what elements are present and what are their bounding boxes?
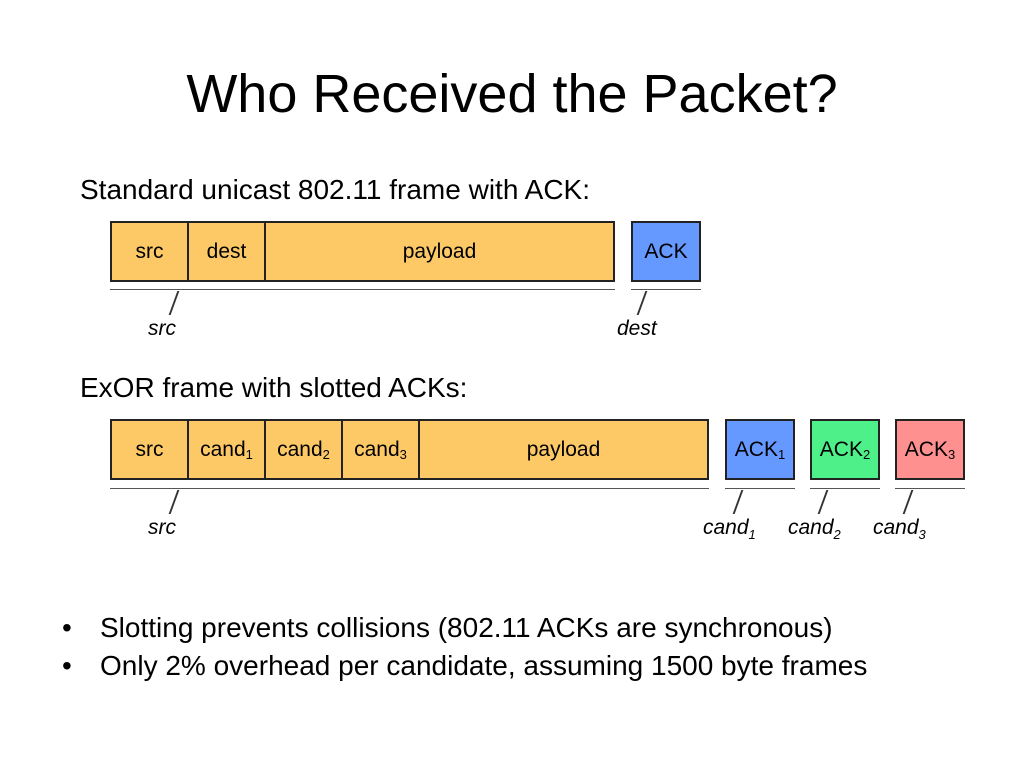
exor-ack1-timeline — [725, 488, 795, 489]
exor-ack2-timeline — [810, 488, 880, 489]
standard-dest-field: dest — [187, 221, 266, 282]
exor-cand3-pointer — [902, 490, 914, 514]
standard-data-timeline — [110, 289, 615, 290]
exor-src-pointer — [168, 490, 180, 514]
exor-data-timeline — [110, 488, 709, 489]
standard-dest-pointer — [636, 291, 648, 315]
standard-frame-label: Standard unicast 802.11 frame with ACK: — [80, 174, 590, 205]
exor-src-annotation: src — [148, 516, 176, 539]
exor-src-field: src — [110, 419, 189, 480]
bullet-item: Only 2% overhead per candidate, assuming… — [60, 650, 1010, 682]
standard-src-annotation: src — [148, 317, 176, 340]
exor-payload-field: payload — [418, 419, 709, 480]
exor-ack3-timeline — [895, 488, 965, 489]
standard-src-field: src — [110, 221, 189, 282]
exor-cand2-pointer — [817, 490, 829, 514]
exor-cand3-annotation: cand3 — [873, 516, 926, 542]
standard-ack-timeline — [631, 289, 701, 290]
exor-cand1-annotation: cand1 — [703, 516, 756, 542]
bullet-item: Slotting prevents collisions (802.11 ACK… — [60, 612, 1010, 644]
standard-dest-annotation: dest — [617, 317, 657, 340]
slide-title: Who Received the Packet? — [186, 64, 838, 124]
standard-ack-field: ACK — [631, 221, 701, 282]
bullet-list: Slotting prevents collisions (802.11 ACK… — [60, 612, 1010, 688]
exor-cand2-annotation: cand2 — [788, 516, 841, 542]
standard-payload-field: payload — [264, 221, 615, 282]
exor-cand1-pointer — [732, 490, 744, 514]
standard-src-pointer — [168, 291, 180, 315]
exor-frame-label: ExOR frame with slotted ACKs: — [80, 372, 468, 403]
